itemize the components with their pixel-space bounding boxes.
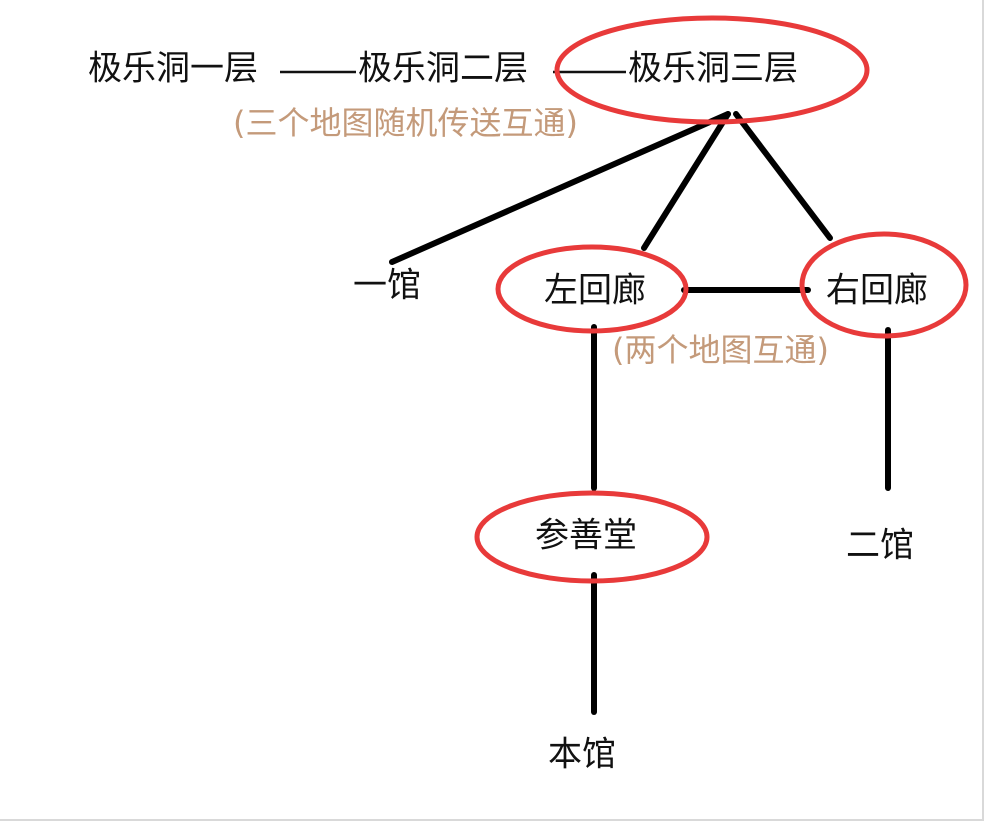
- node-right-corridor-label: 右回廊: [826, 271, 928, 311]
- node-main-hall-label: 本馆: [548, 735, 616, 775]
- highlight-right-corridor: [799, 231, 969, 339]
- connector-layer3-left-corridor: [641, 111, 731, 251]
- highlight-layer3: [554, 15, 870, 125]
- node-second-hall-label: 二馆: [846, 526, 914, 566]
- node-left-corridor-label: 左回廊: [544, 271, 646, 311]
- connector-layer3-yiguan: [389, 111, 731, 265]
- connector-layer3-right-corridor: [733, 111, 833, 241]
- highlight-hall: [474, 490, 710, 584]
- node-layer2-label: 极乐洞二层: [358, 49, 528, 89]
- highlight-left-corridor: [495, 244, 689, 334]
- node-layer3-label: 极乐洞三层: [628, 49, 798, 89]
- top-note: (三个地图随机传送互通): [233, 104, 578, 142]
- node-yiguan-label: 一馆: [353, 266, 421, 306]
- node-layer1-label: 极乐洞一层: [88, 49, 258, 89]
- corridor-note: (两个地图互通): [612, 331, 829, 369]
- node-hall-label: 参善堂: [535, 516, 637, 556]
